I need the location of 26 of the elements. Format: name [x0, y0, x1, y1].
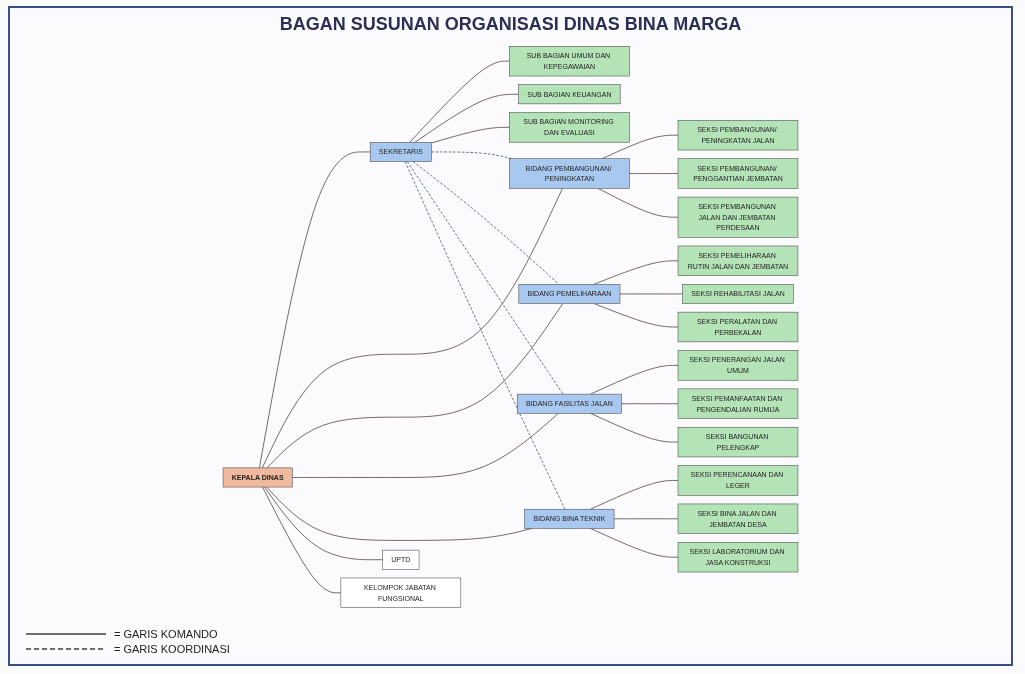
- connector: [262, 486, 342, 594]
- connector: [619, 293, 683, 295]
- connector: [597, 188, 679, 218]
- connector: [593, 260, 679, 285]
- connector: [613, 518, 679, 520]
- title: BAGAN SUSUNAN ORGANISASI DINAS BINA MARGA: [278, 14, 743, 35]
- connector: [590, 528, 679, 558]
- connector: [259, 151, 371, 469]
- connector: [404, 161, 566, 510]
- connector: [412, 161, 560, 285]
- legend-text: = GARIS KOMANDO: [114, 628, 218, 640]
- connector: [261, 188, 563, 469]
- connector: [590, 480, 679, 510]
- connector: [409, 60, 510, 143]
- legend-text: = GARIS KOORDINASI: [114, 643, 230, 655]
- connector: [629, 173, 679, 174]
- connector: [590, 365, 679, 395]
- connector: [621, 403, 679, 405]
- connector: [291, 412, 559, 478]
- connector: [590, 412, 679, 443]
- connector: [593, 303, 679, 328]
- connector: [406, 161, 564, 395]
- connector: [266, 303, 564, 469]
- connector: [414, 93, 519, 143]
- connector: [431, 127, 510, 144]
- connector: [264, 486, 383, 561]
